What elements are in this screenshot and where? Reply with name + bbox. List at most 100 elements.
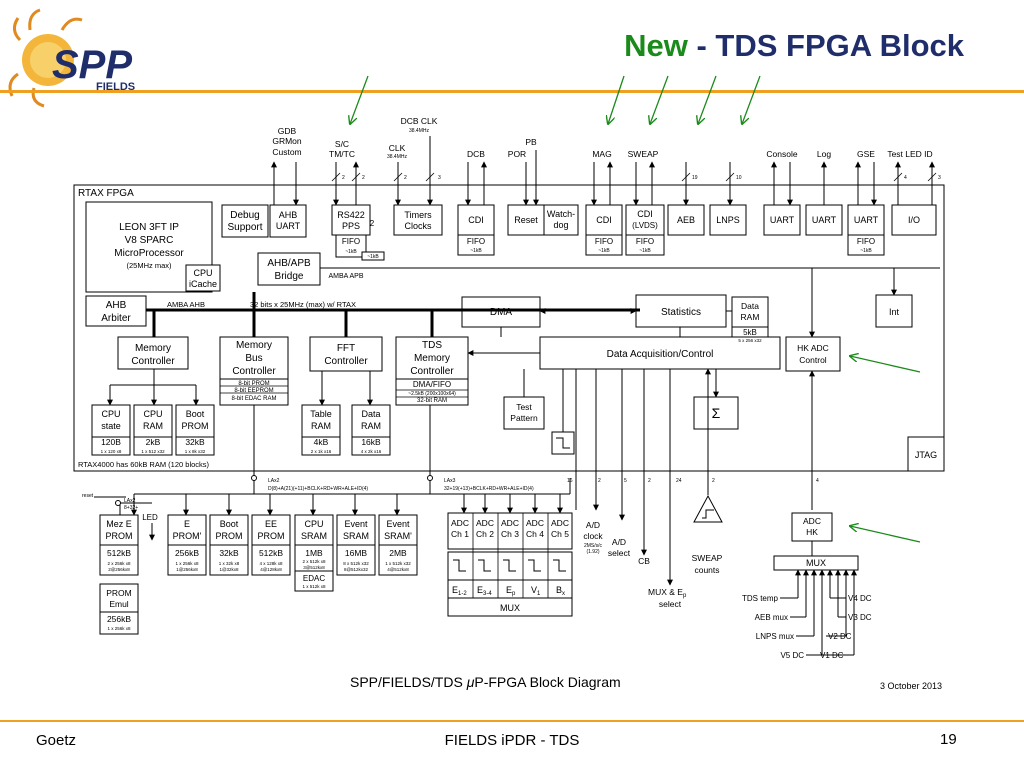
svg-text:(1.92): (1.92) (586, 549, 599, 555)
bridge-2: Bridge (275, 271, 304, 282)
svg-text:ADC: ADC (803, 516, 821, 526)
fifo-uart: FIFO (857, 237, 875, 246)
ahb-uart-1: AHB (279, 210, 298, 220)
svg-text:LED: LED (142, 513, 158, 522)
svg-text:2MB: 2MB (389, 548, 407, 558)
interface-arrows (271, 136, 935, 206)
svg-text:24: 24 (676, 478, 682, 484)
svg-text:2 x 1k x16: 2 x 1k x16 (311, 449, 332, 454)
svg-text:V2 DC: V2 DC (828, 632, 852, 641)
tmtc-label: TM/TC (329, 149, 355, 159)
hk-adc-ctl-1: HK ADC (797, 343, 829, 353)
svg-text:Boot: Boot (186, 409, 205, 419)
diagram-caption: SPP/FIELDS/TDS μP-FPGA Block Diagram (350, 674, 621, 690)
svg-text:V4 DC: V4 DC (848, 594, 872, 603)
title-accent: New (624, 28, 688, 63)
svg-text:state: state (101, 421, 121, 431)
cdi-lvds-2: (LVDS) (632, 221, 658, 230)
fpga-block-diagram: GDB GRMon Custom S/C TM/TC CLK 38.4MHz D… (73, 75, 945, 660)
svg-text:1MB: 1MB (305, 548, 323, 558)
ahb-uart-2: UART (276, 221, 301, 231)
svg-text:Event: Event (386, 519, 410, 529)
svg-text:2@256kx8: 2@256kx8 (108, 567, 130, 572)
watchdog-1: Watch- (547, 209, 575, 219)
svg-text:PROM: PROM (258, 531, 285, 541)
diagram-date: 3 October 2013 (880, 681, 943, 691)
svg-text:EDAC: EDAC (303, 574, 325, 583)
bus-width-marks (331, 172, 937, 182)
filter-icon (556, 437, 570, 449)
svg-text:8+32+: 8+32+ (124, 505, 138, 511)
data-acq: Data Acquisition/Control (607, 349, 714, 360)
svg-text:2kB: 2kB (146, 437, 161, 447)
leon-line4: (25MHz max) (126, 261, 172, 270)
svg-text:select: select (608, 548, 631, 558)
svg-text:PROM: PROM (106, 588, 132, 598)
svg-text:reset: reset (82, 493, 94, 499)
svg-text:ADC: ADC (451, 518, 469, 528)
amba-buses (146, 267, 940, 338)
green-arrows (350, 75, 921, 543)
svg-text:19: 19 (692, 175, 698, 181)
uart-3: UART (854, 215, 879, 225)
svg-text:32+19(+13)+BCLK+RD+WR+ALE+ID(4: 32+19(+13)+BCLK+RD+WR+ALE+ID(4) (444, 486, 534, 492)
svg-text:16MB: 16MB (345, 548, 368, 558)
svg-text:SWEAP: SWEAP (692, 553, 723, 563)
sigma: Σ (712, 405, 721, 421)
svg-text:V1: V1 (531, 585, 541, 597)
sc-label: S/C (335, 139, 349, 149)
rs422-2: PPS (342, 221, 360, 231)
svg-text:2: 2 (362, 175, 365, 181)
data-ram-1: Data (741, 301, 759, 311)
external-buses (94, 478, 857, 656)
svg-text:2: 2 (648, 478, 651, 484)
fifo-uart-size: ~1kB (860, 248, 872, 254)
svg-text:V1 DC: V1 DC (820, 651, 844, 660)
log-label: Log (817, 149, 831, 159)
lnps: LNPS (716, 215, 740, 225)
statistics: Statistics (661, 307, 701, 318)
bridge-1: AHB/APB (267, 258, 311, 269)
svg-text:A/D: A/D (586, 520, 600, 530)
svg-text:4 x 128k x8: 4 x 128k x8 (259, 561, 283, 566)
fifo-cdi1: FIFO (467, 237, 485, 246)
memctl-1: Memory (135, 343, 171, 354)
fifo-cdi2-size: ~1kB (598, 248, 610, 254)
fifo-cdi3-size: ~1kB (639, 248, 651, 254)
svg-text:Ch 1: Ch 1 (451, 529, 469, 539)
svg-text:2: 2 (342, 175, 345, 181)
rtax-bus: 32 bits x 25MHz (max) w/ RTAX (250, 300, 356, 309)
svg-text:CPU: CPU (143, 409, 162, 419)
logo-text: SPP (52, 43, 132, 87)
page-number: 19 (940, 731, 957, 748)
svg-text:3: 3 (938, 175, 941, 181)
svg-text:1 x 256k x8: 1 x 256k x8 (175, 561, 199, 566)
svg-text:1 x 512 x32: 1 x 512 x32 (141, 449, 165, 454)
fpga-boxes (85, 201, 945, 472)
svg-text:select: select (659, 599, 682, 609)
tds-1: TDS (422, 340, 442, 351)
svg-text:Ep: Ep (506, 585, 516, 597)
mux-adc: MUX (500, 603, 520, 613)
svg-text:2: 2 (598, 478, 601, 484)
svg-text:2 x 512k x8: 2 x 512k x8 (302, 559, 326, 564)
svg-text:CB: CB (638, 556, 650, 566)
svg-text:32kB: 32kB (219, 548, 239, 558)
title-rest: - TDS FPGA Block (687, 28, 964, 63)
svg-text:2MS/s/c: 2MS/s/c (584, 543, 603, 549)
svg-text:E3-4: E3-4 (477, 585, 492, 597)
svg-text:CPU: CPU (304, 519, 323, 529)
fifo-rs422: FIFO (342, 237, 360, 246)
svg-text:E: E (184, 519, 190, 529)
membus-1: Memory (236, 340, 272, 351)
hk-adc-ctl-2: Control (799, 355, 827, 365)
svg-text:Test: Test (516, 402, 532, 412)
gse-label: GSE (857, 149, 875, 159)
svg-text:SRAM': SRAM' (384, 531, 412, 541)
tds-row2: ~2.5kB (200x100x64) (408, 391, 456, 397)
svg-text:PROM: PROM (106, 531, 133, 541)
svg-text:4: 4 (816, 478, 819, 484)
memctl-2: Controller (131, 356, 175, 367)
svg-text:16: 16 (567, 478, 573, 484)
svg-text:SRAM: SRAM (301, 531, 327, 541)
